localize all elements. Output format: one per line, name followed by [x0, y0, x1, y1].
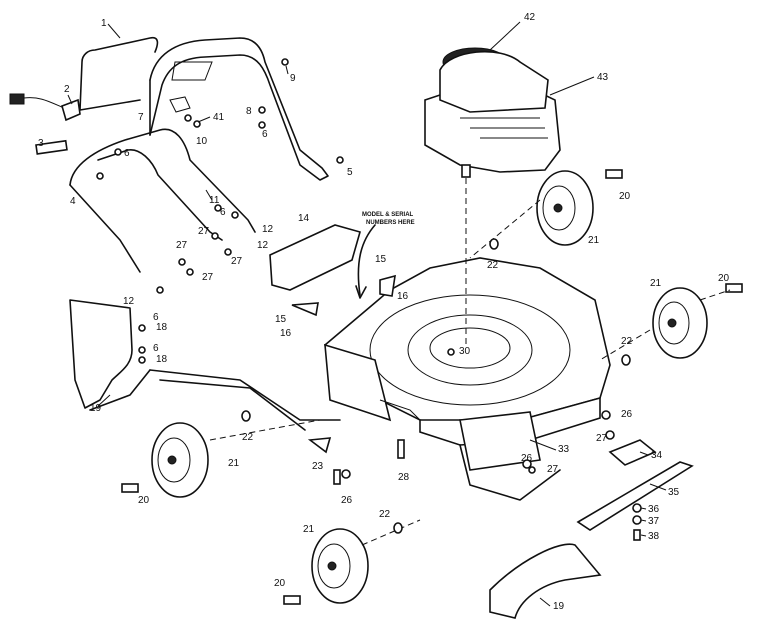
callout-10: 10 [196, 136, 208, 147]
callout-41: 41 [213, 112, 225, 123]
callout-19b: 19 [553, 601, 565, 612]
callout-21b: 21 [650, 278, 662, 289]
blade-hardware [632, 503, 642, 541]
callout-34: 34 [651, 450, 663, 461]
grass-bag-frame [69, 299, 341, 431]
lower-handle [35, 128, 256, 273]
blade [576, 461, 694, 531]
callout-2: 2 [64, 84, 70, 95]
engine [424, 47, 561, 178]
wheel-rear-right [652, 287, 708, 359]
callout-27a: 27 [176, 240, 188, 251]
wheel-front-right [536, 170, 594, 246]
callout-33: 33 [558, 444, 570, 455]
callout-19a: 19 [90, 403, 102, 414]
callout-26b: 26 [521, 453, 533, 464]
callout-15a: 15 [375, 254, 387, 265]
callout-18a: 18 [156, 322, 168, 333]
callout-22d: 22 [379, 509, 391, 520]
callout-15b: 15 [275, 314, 287, 325]
blade-adapter [608, 439, 657, 466]
callout-27f: 27 [547, 464, 559, 475]
callout-6c: 6 [220, 207, 226, 218]
callout-27c: 27 [231, 256, 243, 267]
handle-hardware [96, 58, 344, 364]
callout-6d: 6 [153, 312, 159, 323]
callout-27e: 27 [596, 433, 608, 444]
callout-6b: 6 [262, 129, 268, 140]
callout-11: 11 [209, 195, 220, 206]
callout-21c: 21 [228, 458, 240, 469]
callout-3: 3 [38, 138, 44, 149]
callout-6e: 6 [153, 343, 159, 354]
callout-12a: 12 [262, 224, 274, 235]
callout-38: 38 [648, 531, 660, 542]
callout-30: 30 [459, 346, 471, 357]
wheel-front-left [151, 422, 209, 498]
callout-20c: 20 [138, 495, 150, 506]
callout-22c: 22 [242, 432, 254, 443]
callout-28: 28 [398, 472, 410, 483]
part-callouts: 1 2 3 4 5 6 6 6 6 6 7 8 9 10 11 12 12 12… [38, 12, 730, 612]
callout-20a: 20 [619, 191, 631, 202]
upper-handle [149, 37, 329, 181]
callout-1: 1 [101, 18, 107, 29]
model-serial-note-line1: MODEL & SERIAL [362, 212, 414, 218]
callout-18b: 18 [156, 354, 168, 365]
callout-27d: 27 [202, 272, 214, 283]
callout-5a: 5 [347, 167, 353, 178]
callout-12c: 12 [123, 296, 135, 307]
model-serial-note-line2: NUMBERS HERE [366, 220, 415, 226]
callout-26a: 26 [621, 409, 633, 420]
callout-16b: 16 [280, 328, 292, 339]
callout-21a: 21 [588, 235, 600, 246]
rear-deflector [489, 543, 602, 619]
callout-26c: 26 [341, 495, 353, 506]
callout-23: 23 [312, 461, 324, 472]
deck-hardware [291, 274, 615, 485]
callout-20b: 20 [718, 273, 730, 284]
callout-37: 37 [648, 516, 660, 527]
callout-4: 4 [70, 196, 76, 207]
callout-22a: 22 [487, 260, 499, 271]
mower-deck [324, 257, 611, 501]
callout-21d: 21 [303, 524, 315, 535]
control-bail [79, 36, 159, 111]
callout-35: 35 [668, 487, 680, 498]
callout-20d: 20 [274, 578, 286, 589]
callout-9: 9 [290, 73, 296, 84]
callout-22b: 22 [621, 336, 633, 347]
model-serial-note: MODEL & SERIAL NUMBERS HERE [355, 212, 415, 299]
baffle [269, 224, 361, 291]
callout-16a: 16 [397, 291, 409, 302]
callout-27b: 27 [198, 226, 210, 237]
throttle-control [9, 93, 81, 122]
callout-12b: 12 [257, 240, 269, 251]
callout-6a: 6 [124, 148, 130, 159]
leader-lines [67, 21, 667, 607]
wheel-rear-left [311, 528, 369, 604]
callout-42: 42 [524, 12, 536, 23]
callout-14: 14 [298, 213, 310, 224]
callout-8: 8 [246, 106, 252, 117]
callout-7: 7 [138, 112, 144, 123]
callout-36: 36 [648, 504, 660, 515]
wheel-bolts [121, 169, 743, 605]
callout-43: 43 [597, 72, 609, 83]
